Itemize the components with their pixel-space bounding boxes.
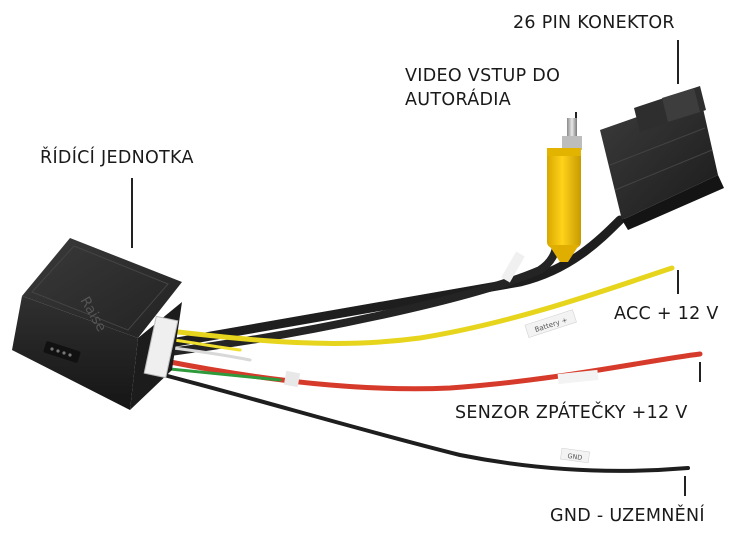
- label-video-input-line1: VIDEO VSTUP DO: [405, 66, 561, 86]
- tag-video: [501, 251, 525, 283]
- control-unit-box: Raise: [12, 238, 182, 410]
- tag-gnd-text: GND: [567, 452, 583, 462]
- box-port: [43, 341, 81, 363]
- wire-tags: Battery + GND: [283, 251, 599, 464]
- label-control-unit: ŘÍDÍCÍ JEDNOTKA: [40, 148, 194, 168]
- tag-gnd: GND: [560, 447, 590, 464]
- label-acc: ACC + 12 V: [614, 304, 719, 324]
- label-reverse-sensor: SENZOR ZPÁTEČKY +12 V: [455, 403, 688, 423]
- connector-26pin: [600, 86, 724, 230]
- tag-sleeve: [283, 370, 301, 388]
- box-plug: [143, 315, 179, 379]
- leader-lines: [131, 40, 701, 496]
- label-26pin-connector: 26 PIN KONEKTOR: [513, 13, 675, 33]
- wire-harness: [156, 215, 703, 473]
- wire-gnd-black: [158, 372, 690, 473]
- label-video-input: VIDEO VSTUP DO AUTORÁDIA: [405, 64, 560, 112]
- rca-pin: [567, 118, 577, 140]
- label-video-input-line2: AUTORÁDIA: [405, 90, 511, 110]
- rca-body: [547, 148, 581, 248]
- wire-green: [158, 366, 282, 382]
- tag-reverse: [557, 369, 599, 385]
- rca-video-connector: [547, 118, 582, 262]
- box-top: [22, 238, 182, 338]
- label-gnd: GND - UZEMNĚNÍ: [550, 506, 705, 526]
- wire-acc-yellow: [157, 265, 675, 346]
